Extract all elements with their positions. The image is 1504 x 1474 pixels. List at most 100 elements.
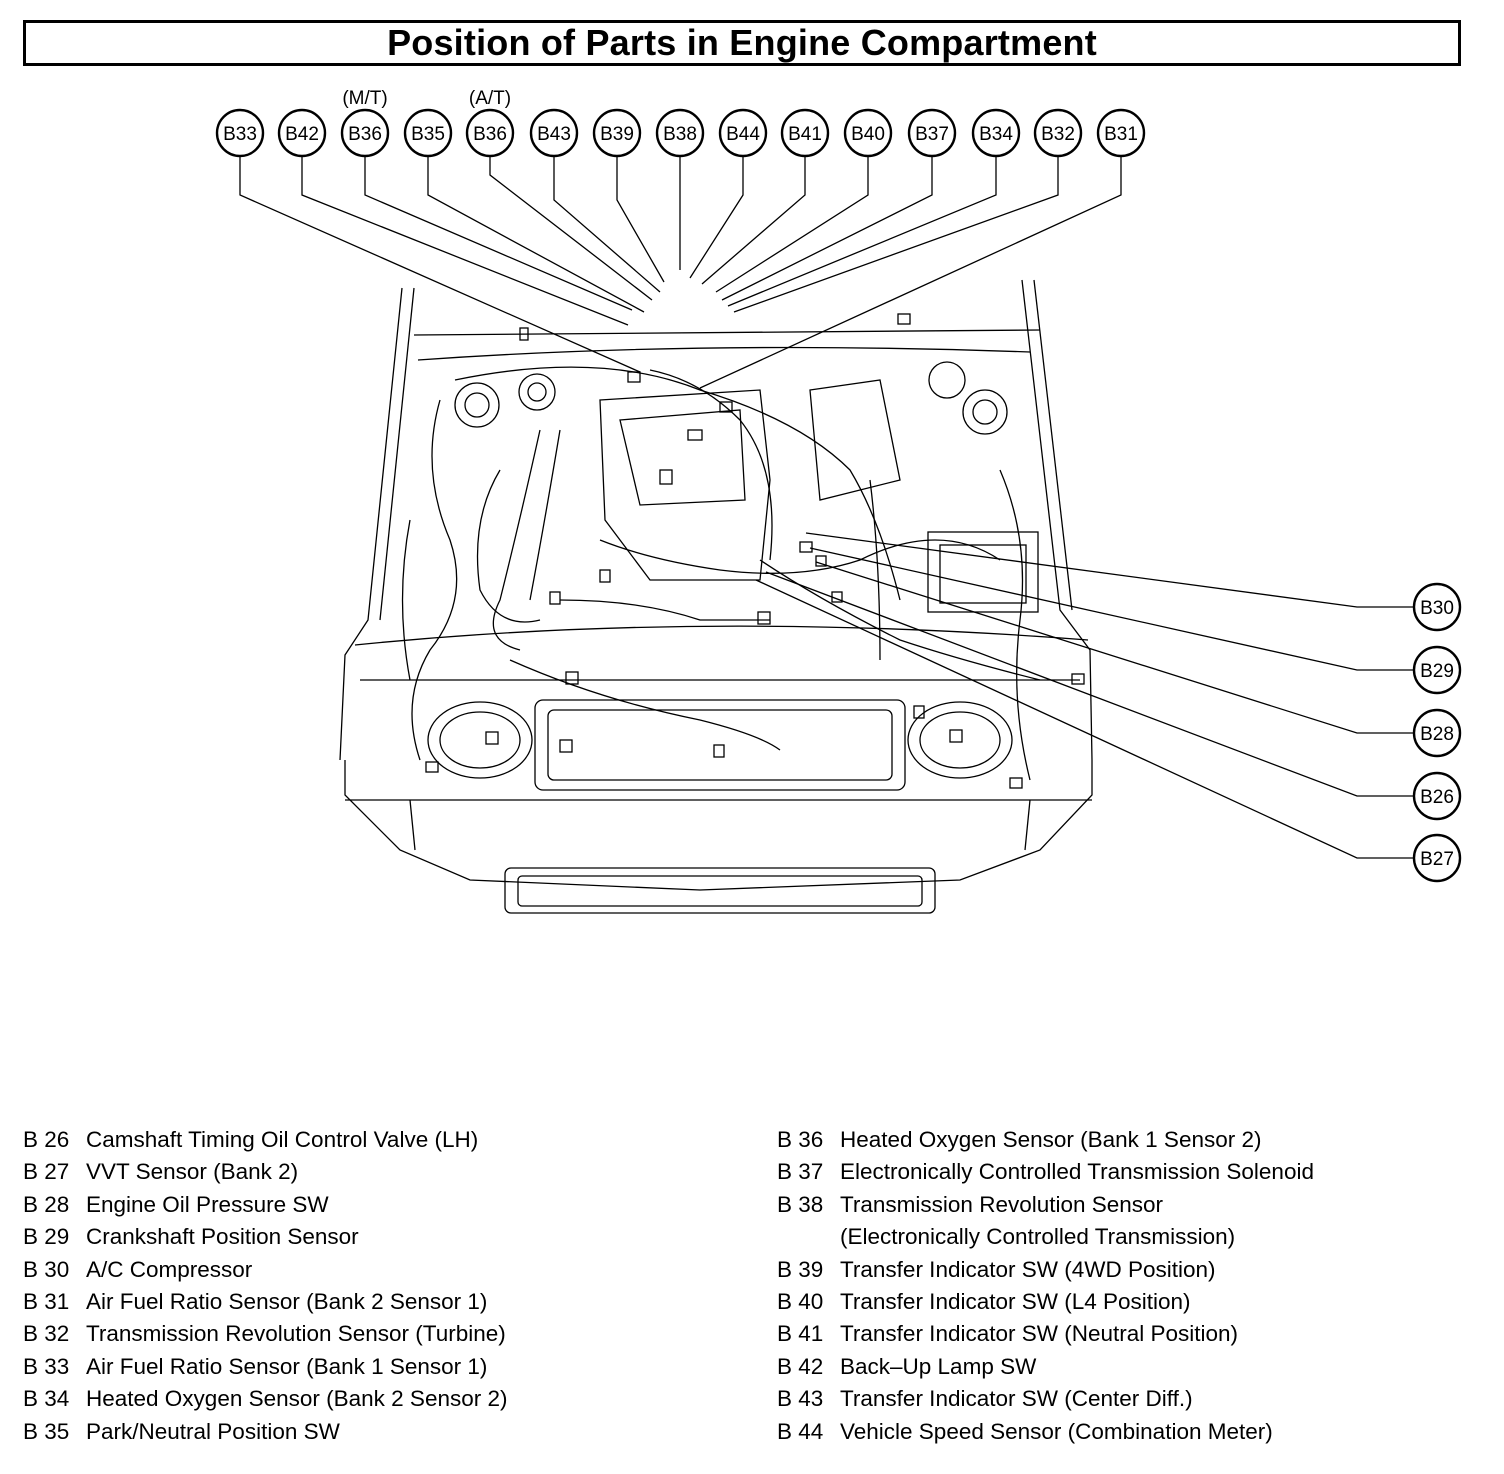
legend-row: B 44 Vehicle Speed Sensor (Combination Me… [777, 1416, 1314, 1448]
callout-b28-leader [815, 561, 1414, 734]
callout-b36-2-qualifier: (M/T) [342, 88, 387, 109]
callout-b34-12-label: B34 [979, 124, 1013, 145]
legend-description: Heated Oxygen Sensor (Bank 1 Sensor 2) [840, 1127, 1262, 1152]
callout-b35-3-label: B35 [411, 124, 445, 145]
callout-b26-bubble [1412, 771, 1462, 821]
callout-b36-4-bubble [465, 108, 515, 158]
callout-b32-13-leader [733, 156, 1059, 313]
callout-b35-3-leader [427, 156, 645, 313]
legend-description: Air Fuel Ratio Sensor (Bank 1 Sensor 1) [86, 1353, 488, 1379]
legend-description: Park/Neutral Position SW [86, 1418, 340, 1444]
legend-description: Vehicle Speed Sensor (Combination Meter) [840, 1418, 1273, 1444]
callout-b27-leader [755, 579, 1414, 859]
callout-b40-10-bubble [843, 108, 893, 158]
legend-description: Electronically Controlled Transmission S… [840, 1159, 1314, 1185]
legend-description: Engine Oil Pressure SW [86, 1191, 329, 1217]
callout-b39-6-label: B39 [600, 124, 634, 145]
callout-b37-11-bubble [907, 108, 957, 158]
legend-description: Transfer Indicator SW (4WD Position) [840, 1256, 1216, 1282]
legend-code: B 32 [23, 1321, 70, 1347]
legend-code: B 39 [777, 1256, 824, 1282]
legend-code: B 40 [777, 1289, 824, 1315]
legend-code: B 30 [23, 1256, 70, 1282]
legend-code: B 27 [23, 1159, 70, 1185]
legend-row: B 33 Air Fuel Ratio Sensor (Bank 1 Sensor… [23, 1351, 507, 1383]
legend-row: (Electronically Controlled Transmission) [777, 1221, 1314, 1253]
callout-b42-1-label: B42 [285, 124, 319, 145]
callout-b42-1-bubble [277, 108, 327, 158]
legend-row: B 28 Engine Oil Pressure SW [23, 1189, 507, 1221]
callout-b30-label: B30 [1420, 598, 1454, 619]
callout-b33-0-leader [239, 156, 641, 373]
callout-b38-7-bubble [655, 108, 705, 158]
callout-b43-5-leader [553, 156, 661, 293]
callout-b43-5-bubble [529, 108, 579, 158]
legend-row: B 29 Crankshaft Position Sensor [23, 1221, 507, 1253]
legend-code: B 34 [23, 1386, 70, 1412]
engine-drawing [339, 279, 1093, 914]
legend-row: B 37 Electronically Controlled Transmissi… [777, 1156, 1314, 1188]
legend-description: Transmission Revolution Sensor [840, 1191, 1164, 1217]
callout-b36-4-qualifier: (A/T) [469, 88, 511, 109]
callout-b30-bubble [1412, 582, 1462, 632]
legend-description: Back–Up Lamp SW [840, 1353, 1037, 1379]
legend-row: B 40 Transfer Indicator SW (L4 Position) [777, 1286, 1314, 1318]
callout-b41-9-label: B41 [788, 124, 822, 145]
callout-b44-8-leader [689, 156, 744, 279]
legend-description: A/C Compressor [86, 1256, 253, 1282]
callout-b31-14-label: B31 [1104, 124, 1138, 145]
callout-b36-2-leader [364, 156, 633, 311]
callout-b39-6-bubble [592, 108, 642, 158]
callout-b39-6-leader [616, 156, 665, 283]
callout-b41-9-leader [701, 156, 806, 285]
callout-b30-leader [805, 532, 1414, 608]
callout-b37-11-label: B37 [915, 124, 949, 145]
callout-b27-bubble [1412, 833, 1462, 883]
legend-code: B 35 [23, 1418, 70, 1444]
callout-b38-7-label: B38 [663, 124, 697, 145]
legend-code: B 43 [777, 1386, 824, 1412]
legend-description: VVT Sensor (Bank 2) [86, 1159, 299, 1185]
callout-b34-12-bubble [971, 108, 1021, 158]
legend-row: B 42 Back–Up Lamp SW [777, 1351, 1314, 1383]
callout-b35-3-bubble [403, 108, 453, 158]
callout-b26-label: B26 [1420, 787, 1454, 808]
leader-lines [239, 156, 1414, 859]
legend-description: (Electronically Controlled Transmission) [840, 1224, 1236, 1250]
callout-b26-leader [765, 571, 1414, 797]
legend-code: B 28 [23, 1191, 70, 1217]
callout-b29-label: B29 [1420, 661, 1454, 682]
legend-description: Transfer Indicator SW (L4 Position) [840, 1289, 1191, 1315]
callout-b36-4-leader [489, 156, 653, 301]
callout-b32-13-label: B32 [1041, 124, 1075, 145]
legend-description: Camshaft Timing Oil Control Valve (LH) [86, 1127, 479, 1152]
callout-b33-0-label: B33 [223, 124, 257, 145]
legend-code: B 31 [23, 1289, 70, 1315]
legend-code: B 42 [777, 1353, 824, 1379]
callout-b31-14-leader [699, 156, 1122, 389]
legend-code: B 29 [23, 1224, 70, 1250]
legend-code: B 44 [777, 1418, 824, 1444]
callout-b37-11-leader [721, 156, 933, 301]
legend-code: B 33 [23, 1353, 70, 1379]
title-box: Position of Parts in Engine Compartment [23, 20, 1461, 66]
callout-b41-9-bubble [780, 108, 830, 158]
callout-b44-8-bubble [718, 108, 768, 158]
legend-code: B 37 [777, 1159, 824, 1185]
legend-code: B 41 [777, 1321, 824, 1347]
legend-row: B 30 A/C Compressor [23, 1254, 507, 1286]
callout-b28-label: B28 [1420, 724, 1454, 745]
legend-description: Crankshaft Position Sensor [86, 1224, 359, 1250]
callout-b27-label: B27 [1420, 849, 1454, 870]
page-title: Position of Parts in Engine Compartment [387, 22, 1097, 63]
callout-b36-2-label: B36 [348, 124, 382, 145]
